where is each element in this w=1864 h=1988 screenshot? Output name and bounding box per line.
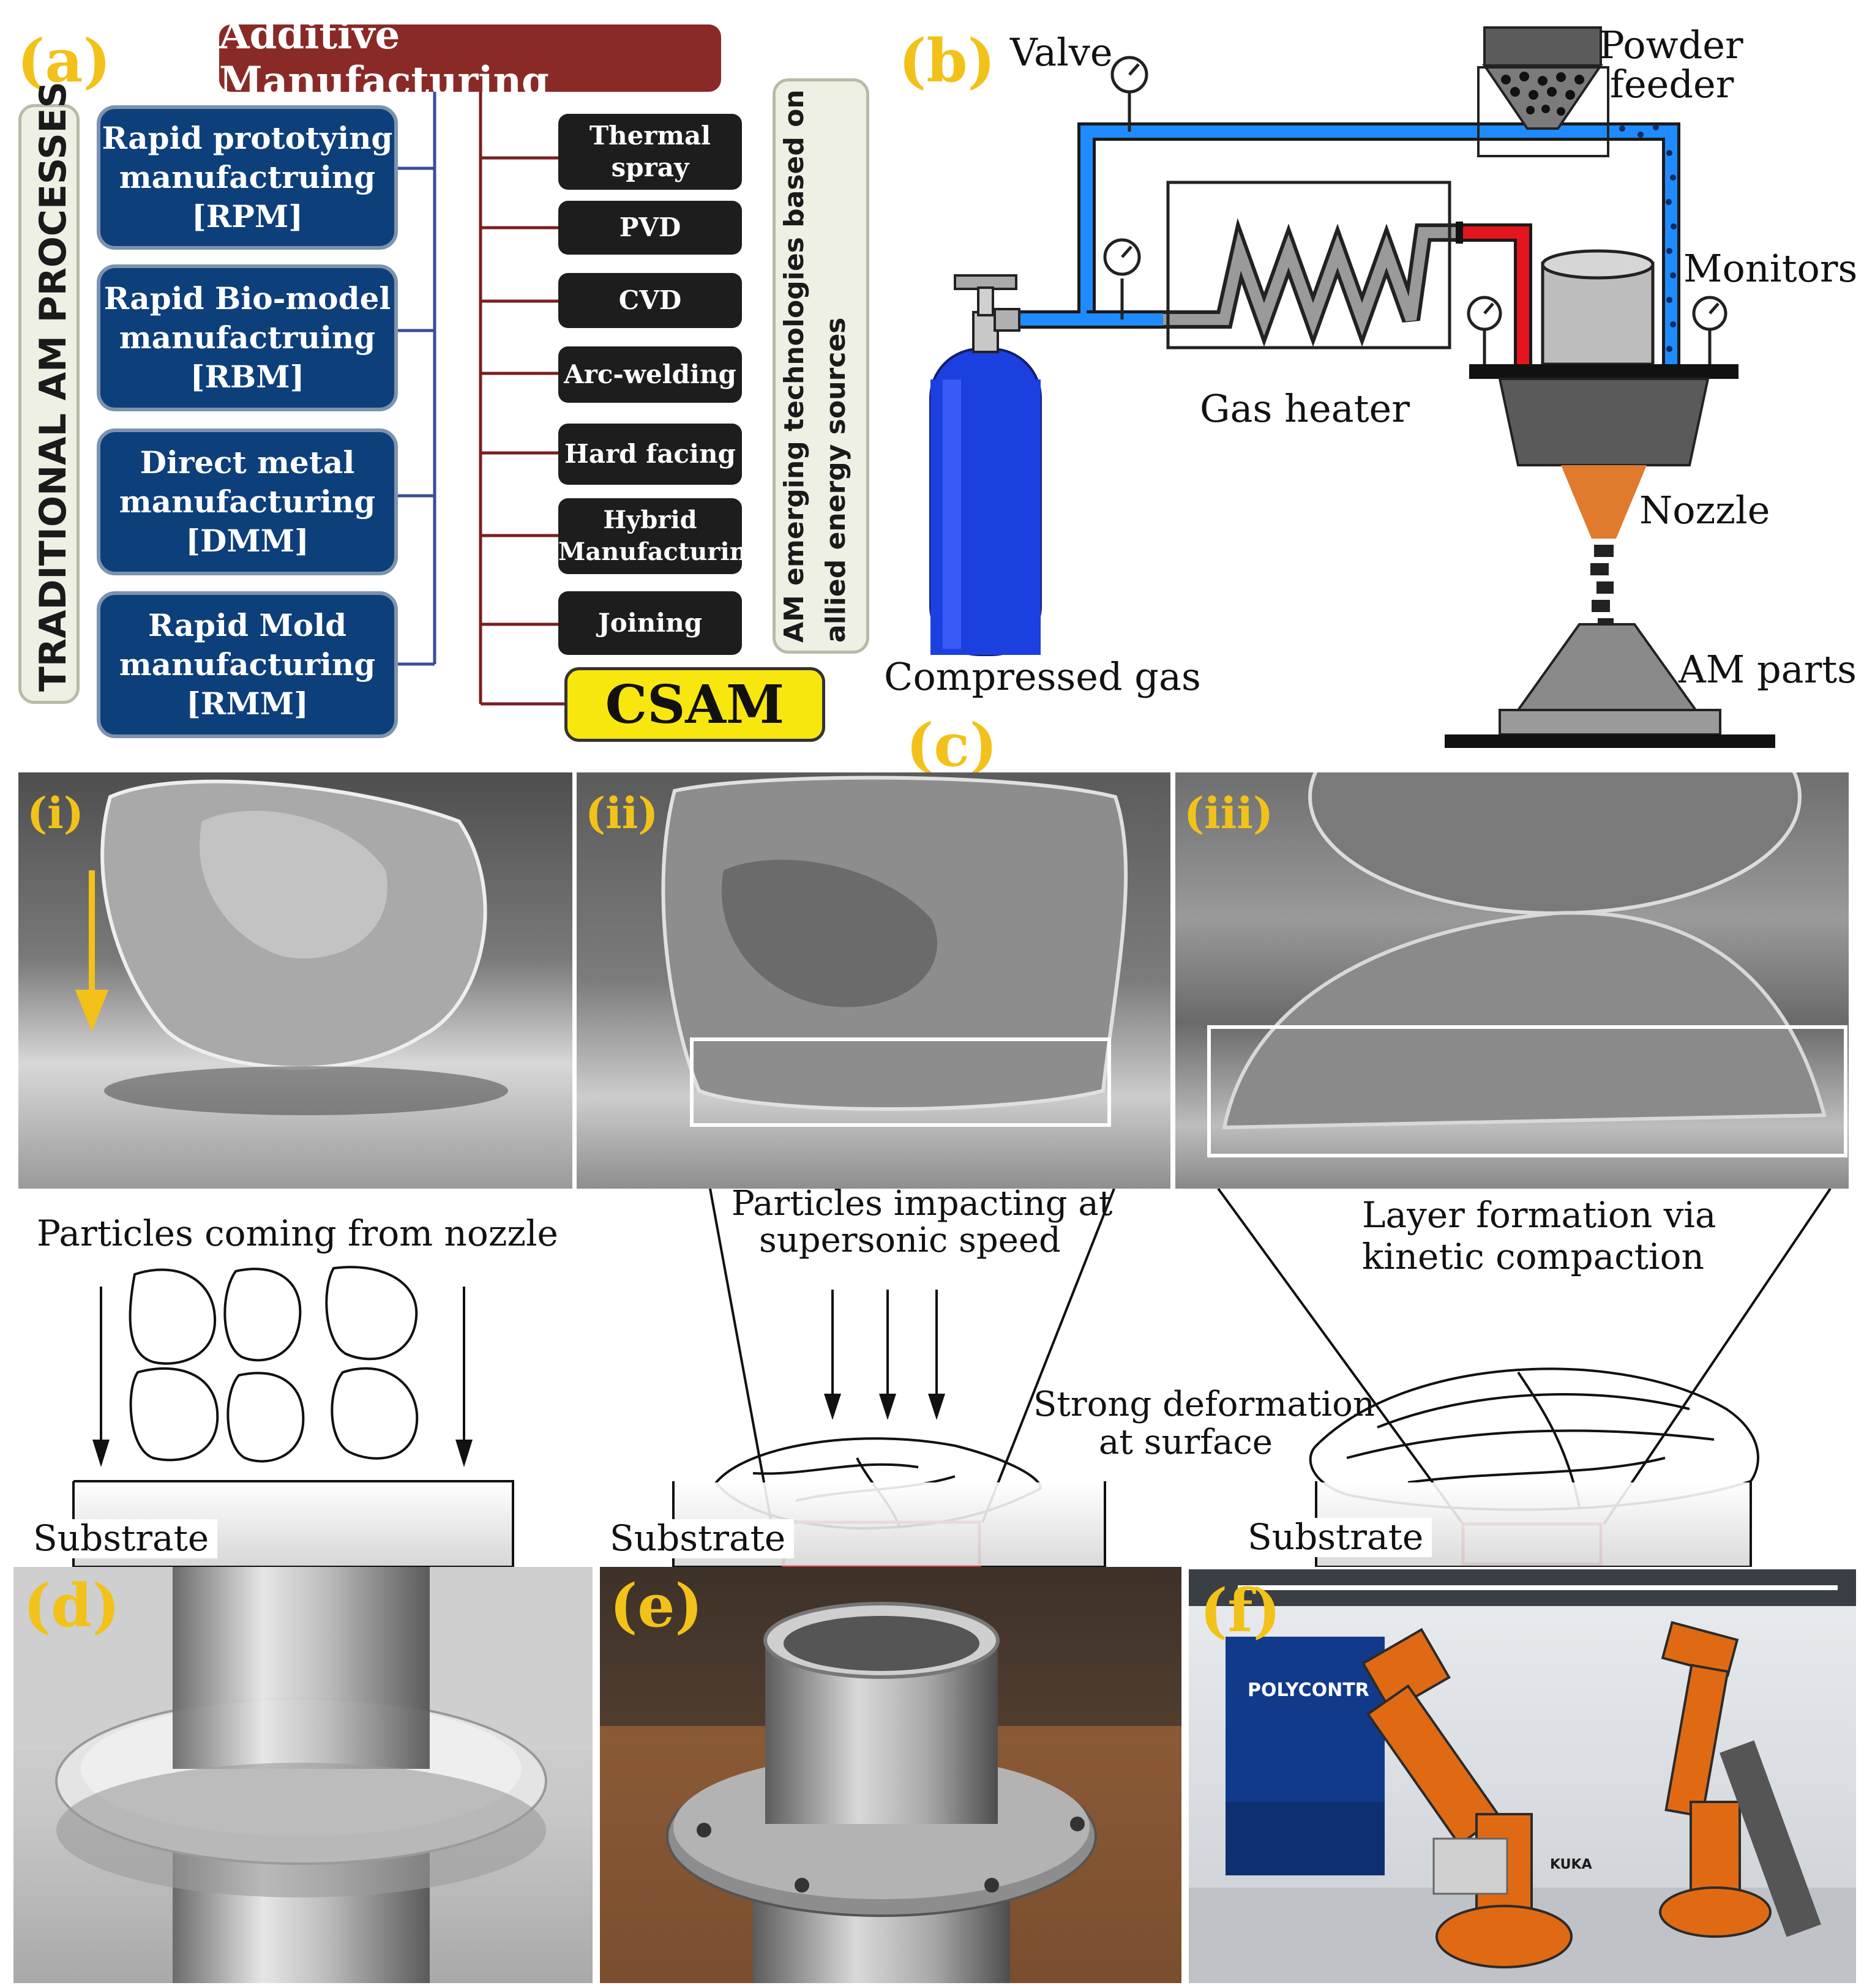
hard-facing-box: Hard facing	[558, 424, 742, 485]
am-parts-label: AM parts	[1679, 647, 1857, 692]
powder-feeder-icon	[1477, 26, 1609, 157]
cold-gas-pipe	[1016, 125, 1677, 367]
nozzle-label: Nozzle	[1639, 488, 1770, 532]
panel-c-drawing	[72, 1189, 1832, 1567]
compressed-gas-label: Compressed gas	[884, 654, 1201, 699]
monitors-label: Monitors	[1683, 246, 1858, 291]
thermal-spray-line1: Thermal	[589, 121, 711, 151]
rbm-line2: manufactruing	[119, 320, 376, 356]
rbm-box: Rapid Bio-model manufactruing [RBM]	[97, 264, 398, 411]
hybrid-line2: Manufacturing	[558, 537, 765, 566]
powder-feeder-label-2: feeder	[1610, 62, 1734, 106]
photo-particle-approach: (i)	[18, 772, 572, 1189]
emerging-label-line2: allied energy sources	[820, 317, 852, 643]
dmm-box: Direct metal manufacturing [DMM]	[97, 428, 398, 575]
thermal-spray-box: Thermal spray	[558, 114, 742, 190]
hard-facing-label: Hard facing	[564, 439, 736, 469]
panel-a-label: (a)	[17, 26, 111, 95]
rpm-line3: [RPM]	[192, 198, 303, 234]
subpanel-iii-photo-label: (iii)	[1184, 788, 1274, 839]
csam-label: CSAM	[605, 673, 785, 736]
rpm-box: Rapid prototying manufactruing [RPM]	[97, 105, 398, 250]
joining-label: Joining	[597, 608, 703, 638]
substrate-label-ii: Substrate	[601, 1519, 795, 1558]
rmm-box: Rapid Mold manufacturing [RMM]	[97, 591, 398, 738]
dmm-line3: [DMM]	[185, 523, 309, 559]
subpanel-ii-photo-label: (ii)	[585, 788, 659, 839]
photo-flanged-tube: (e)	[600, 1567, 1181, 1983]
photo-particle-impact: (ii)	[577, 772, 1170, 1189]
dmm-line1: Direct metal	[140, 444, 355, 480]
panel-a-connectors	[397, 92, 564, 706]
spray-gun-icon	[1469, 249, 1739, 628]
gas-heater-label: Gas heater	[1200, 386, 1410, 431]
photo-coated-shaft: (d)	[13, 1567, 593, 1983]
cvd-label: CVD	[618, 285, 682, 315]
arc-welding-label: Arc-welding	[564, 359, 736, 389]
rpm-line1: Rapid prototying	[102, 120, 393, 156]
rpm-line2: manufactruing	[119, 159, 376, 195]
am-part-icon	[1445, 623, 1775, 748]
cold-spray-schematic	[929, 26, 1775, 748]
pvd-box: PVD	[558, 201, 742, 255]
csam-box: CSAM	[564, 667, 825, 742]
thermal-spray-line2: spray	[611, 152, 689, 182]
kuka-brand: KUKA	[1550, 1857, 1592, 1872]
rbm-line3: [RBM]	[190, 359, 305, 395]
hot-gas-pipe	[1463, 226, 1529, 367]
nozzle-jet	[1561, 465, 1647, 539]
panel-c-schematics: Particles coming from nozzle Particles i…	[0, 1185, 1864, 1567]
caption-particles-impacting-2: supersonic speed	[759, 1220, 1061, 1260]
gas-cylinder-icon	[929, 274, 1042, 656]
panel-f-label: (f)	[1200, 1576, 1281, 1645]
panel-b: (b) Valve Powder feeder Monitors Gas hea…	[881, 0, 1864, 771]
hybrid-manufacturing-box: Hybrid Manufacturing	[558, 498, 765, 574]
photo-layer-formation: (iii)	[1175, 772, 1849, 1189]
arc-welding-box: Arc-welding	[558, 346, 742, 403]
rmm-line1: Rapid Mold	[148, 607, 347, 643]
substrate-label-i: Substrate	[24, 1519, 218, 1558]
pvd-label: PVD	[619, 212, 681, 242]
caption-strong-deformation-1: Strong deformation	[1033, 1384, 1375, 1424]
traditional-processes-label-box	[18, 104, 80, 704]
subpanel-i-photo-label: (i)	[27, 788, 84, 839]
panel-b-label: (b)	[899, 26, 995, 95]
panel-c-photos: (i) (ii) (iii)	[18, 772, 1849, 1189]
substrate-label-iii: Substrate	[1239, 1517, 1432, 1557]
rmm-line2: manufacturing	[119, 646, 376, 682]
dmm-line2: manufacturing	[119, 484, 376, 520]
rbm-line1: Rapid Bio-model	[103, 280, 391, 316]
hybrid-line1: Hybrid	[603, 506, 697, 534]
caption-layer-formation-2: kinetic compaction	[1362, 1236, 1704, 1277]
joining-box: Joining	[558, 591, 742, 655]
panel-a: (a) Additive Manufacturing TRADITIONAL A…	[0, 0, 875, 759]
gauge-icon	[1103, 56, 1727, 367]
traditional-processes-label: TRADITIONAL AM PROCESSES	[32, 81, 75, 692]
valve-label: Valve	[1010, 30, 1113, 75]
panel-e-label: (e)	[610, 1571, 703, 1640]
cvd-box: CVD	[558, 273, 742, 328]
caption-particles-from-nozzle: Particles coming from nozzle	[37, 1213, 558, 1254]
photo-robotic-cell: POLYCONTR KUKA (f)	[1189, 1569, 1856, 1983]
panel-d-label: (d)	[23, 1571, 120, 1640]
emerging-label-line1: AM emerging technologies based on	[779, 89, 810, 643]
polycontrol-sign: POLYCONTR	[1248, 1680, 1369, 1701]
emerging-label-box	[773, 78, 869, 654]
powder-feeder-label-1: Powder	[1599, 23, 1743, 67]
caption-particles-impacting-1: Particles impacting at	[732, 1184, 1113, 1224]
caption-strong-deformation-2: at surface	[1099, 1422, 1273, 1462]
caption-layer-formation-1: Layer formation via	[1362, 1194, 1716, 1236]
gas-heater-box	[1166, 181, 1451, 349]
panel-c-label: (c)	[906, 711, 998, 780]
rmm-line3: [RMM]	[186, 686, 309, 722]
